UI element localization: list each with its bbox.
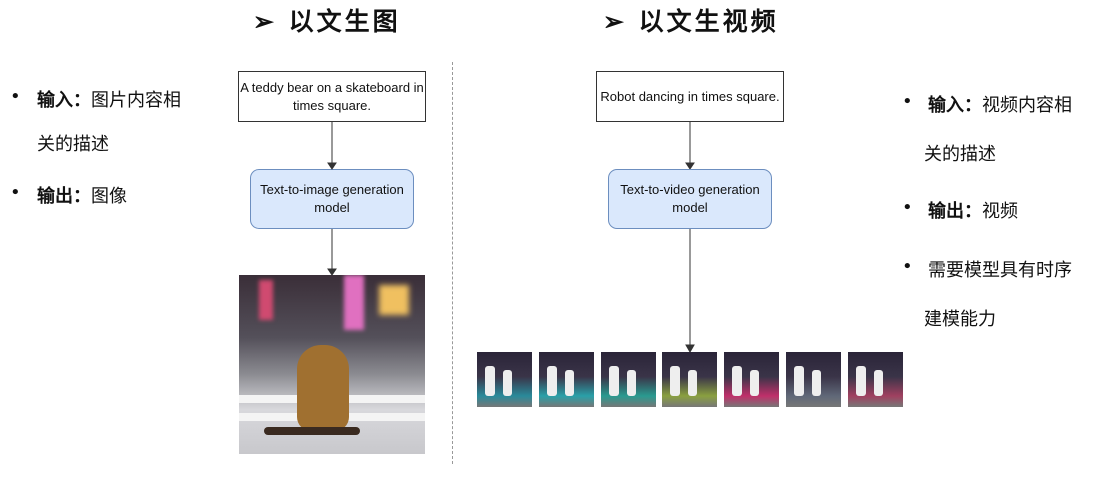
temporal-bullet: 需要模型具有时序 [928, 260, 1072, 281]
robot [547, 366, 557, 396]
bullet-label: 输出： [928, 201, 982, 222]
robot [750, 370, 759, 396]
video-frame [786, 352, 841, 407]
image-prompt-box: A teddy bear on a skateboard in times sq… [238, 71, 426, 122]
teddy-bear-image [239, 275, 425, 454]
output-bullet: 输出：视频 [928, 197, 1018, 223]
robot [688, 370, 697, 396]
bullet-text: 图像 [91, 186, 127, 207]
video-frame [848, 352, 903, 407]
bullet-dot: • [902, 91, 913, 112]
bullet-text: 图片内容相 [91, 90, 181, 111]
robot [565, 370, 574, 396]
robot [503, 370, 512, 396]
bullet-dot: • [10, 182, 21, 203]
bullet-label: 输入： [37, 90, 91, 111]
skateboard [264, 427, 360, 435]
input-bullet: 输入：视频内容相 [928, 91, 1072, 117]
robot [812, 370, 821, 396]
input-bullet: 输入：图片内容相 [37, 86, 181, 112]
video-prompt-box: Robot dancing in times square. [596, 71, 784, 122]
video-frame [477, 352, 532, 407]
bullet-label: 输入： [928, 95, 982, 116]
text-to-video-title: ➢ 以文生视频 [603, 7, 779, 36]
teddy-bear [297, 345, 349, 431]
robot [794, 366, 804, 396]
video-frame [601, 352, 656, 407]
bullet-label: 输出： [37, 186, 91, 207]
temporal-bullet-cont: 建模能力 [924, 309, 996, 330]
robot [485, 366, 495, 396]
robot [856, 366, 866, 396]
divider [452, 62, 453, 464]
bullet-text: 视频 [982, 201, 1018, 222]
text-to-video-model-box: Text-to-video generation model [608, 169, 772, 229]
video-frame [724, 352, 779, 407]
bullet-dot: • [10, 86, 21, 107]
robot [670, 366, 680, 396]
output-bullet: 输出：图像 [37, 182, 127, 208]
input-bullet-cont: 关的描述 [924, 144, 996, 165]
video-frame [539, 352, 594, 407]
bullet-dot: • [902, 256, 913, 277]
robot [732, 366, 742, 396]
text-to-image-title: ➢ 以文生图 [253, 7, 401, 36]
robot [627, 370, 636, 396]
video-frame [662, 352, 717, 407]
robot [874, 370, 883, 396]
bullet-text: 视频内容相 [982, 95, 1072, 116]
bullet-dot: • [902, 197, 913, 218]
robot [609, 366, 619, 396]
input-bullet-cont: 关的描述 [37, 134, 109, 155]
